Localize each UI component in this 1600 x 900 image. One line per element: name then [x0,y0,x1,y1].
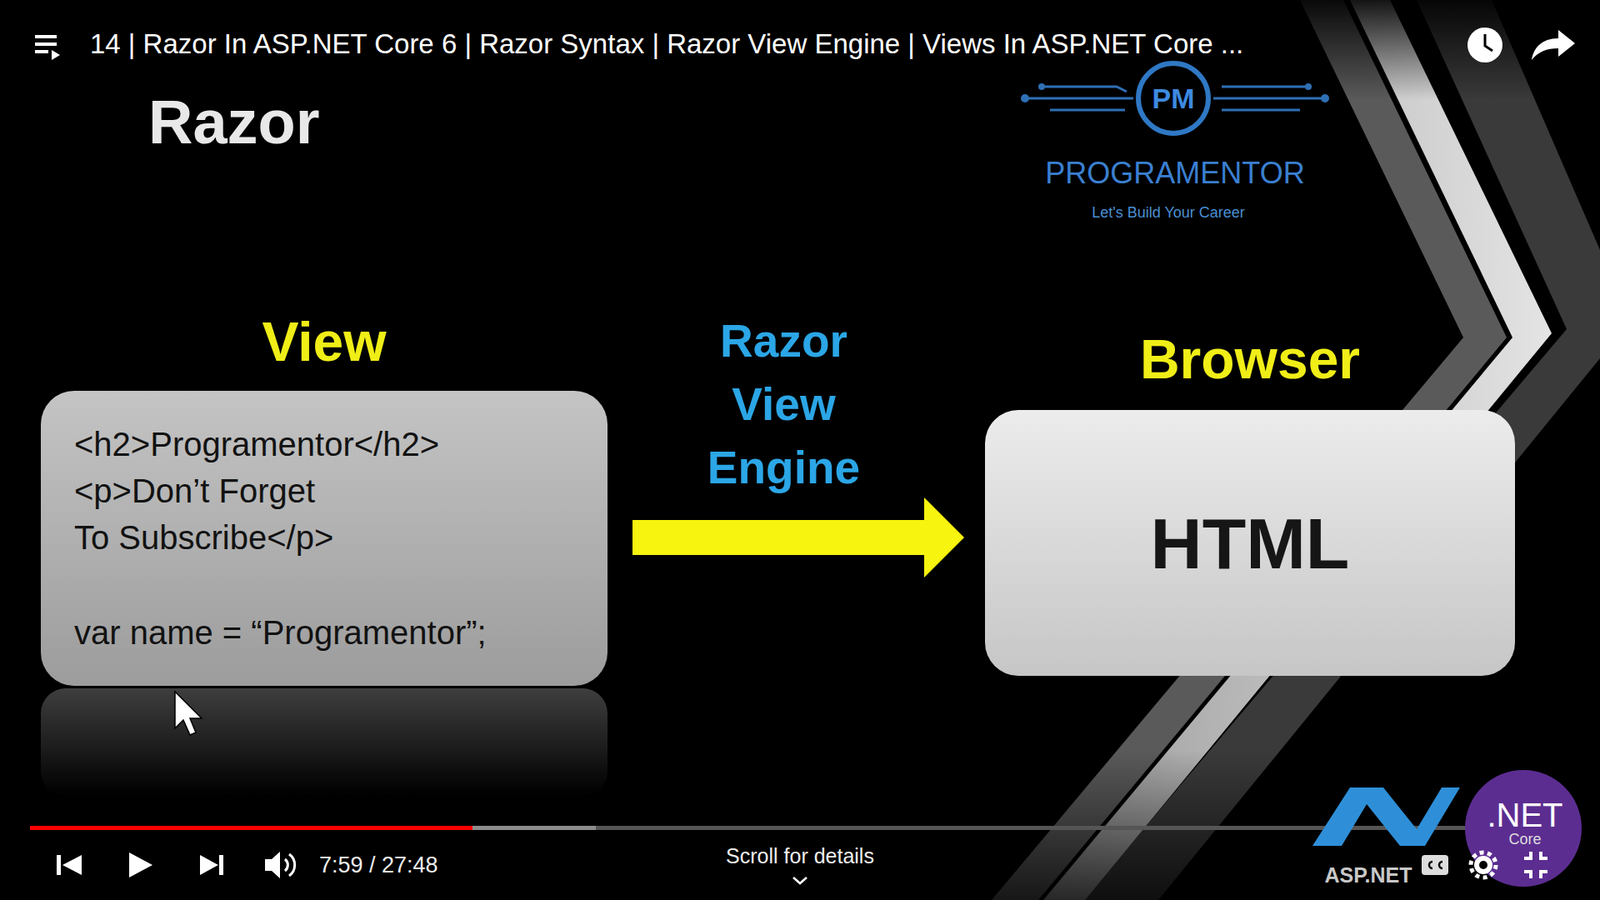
player-buttons [219,855,224,875]
progress-bar [30,825,473,830]
brand-logo [1020,63,1330,134]
mouse-cursor [175,691,202,735]
mouse-cursor [175,691,202,735]
player-buttons [200,855,219,875]
brand-name: PROGRAMENTOR [1045,155,1305,191]
box-heading: View [40,314,608,370]
playlist-icon [35,36,60,60]
player-buttons [56,851,295,879]
logo-text: Core [1508,830,1541,850]
code-line: var name = “Programentor”; [74,609,575,656]
playlist-icon [51,50,60,60]
arrowhead [924,497,965,578]
brand-logo [1020,94,1030,103]
player-settings-icons [1429,861,1443,869]
player-settings-icons [1524,851,1548,879]
player-buttons [285,854,295,876]
logo-text: ASP.NET [1324,862,1412,888]
brand-logo [1305,83,1312,90]
share-icon [1531,30,1575,60]
progress-bar [30,825,596,830]
brand-logo [1038,83,1045,90]
scroll-hint: Scroll for details [725,843,875,869]
watch-later-icon [1467,27,1503,63]
connector-group [632,497,965,578]
player-settings-icons [793,851,1548,884]
player-settings-icons [1479,860,1488,870]
player-settings-icons [793,877,807,884]
watch-later-icon [1467,27,1503,63]
player-settings-icons [1421,855,1449,875]
brand-logo [1320,94,1330,103]
code-line: <h2>Programentor</h2> [74,420,575,468]
arrow-shaft [632,520,926,555]
time-readout: 7:59 / 27:48 [319,851,439,879]
browser-box: BrowserHTML [985,410,1515,676]
controls-shade [0,750,1600,900]
player-settings-icons [1474,855,1493,875]
logo-text: .NET [1486,795,1563,835]
title-bar-shade [0,0,1600,100]
player-buttons [62,855,82,875]
player-buttons [265,851,280,879]
brand-logo [1138,63,1209,134]
watch-later-icon [1485,34,1493,51]
brand-slogan: Let's Build Your Career [1091,204,1245,223]
edge-label: Razor View Engine [692,309,876,500]
view-box: View<h2>Programentor</h2><p>Don’t Forget… [40,390,608,686]
player-buttons [129,852,153,878]
share-icon [1531,30,1575,60]
logo-mark: PM [1152,81,1195,116]
video-title: 14 | Razor In ASP.NET Core 6 | Razor Syn… [90,28,1244,60]
code-line: <p>Don’t Forget To Subscribe</p> [74,467,351,561]
player-settings-icons [1470,852,1496,878]
playlist-icon [35,36,57,52]
box-heading: Browser [985,331,1515,387]
dotnet-logo [1312,770,1582,887]
dotnet-logo [1312,787,1460,846]
player-buttons [56,855,61,875]
dotnet-logo [1465,770,1582,887]
slide-heading: Razor [148,85,320,160]
output-label: HTML [1150,501,1350,585]
